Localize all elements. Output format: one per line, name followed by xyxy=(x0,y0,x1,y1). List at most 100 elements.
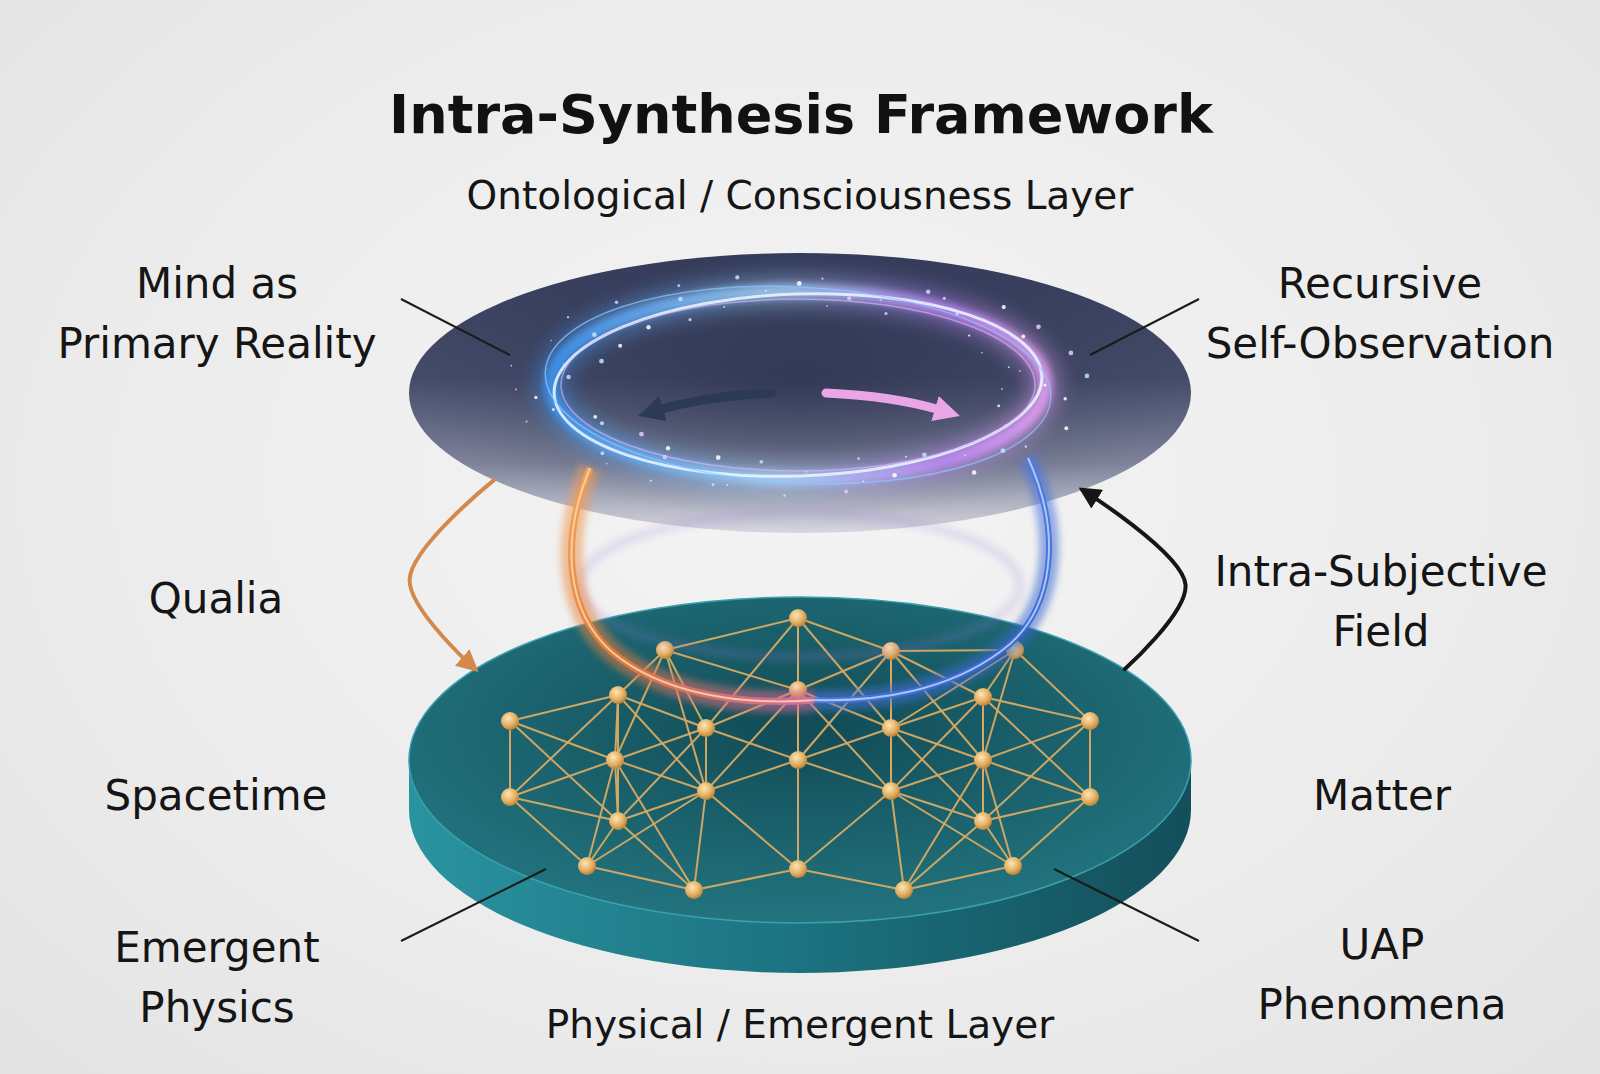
lattice-link xyxy=(890,651,892,728)
leader-lines xyxy=(401,299,1199,941)
sparkle xyxy=(943,297,946,300)
lattice-link xyxy=(798,791,891,869)
text-line: Qualia xyxy=(149,569,284,629)
ring-core xyxy=(551,286,1045,485)
sparkle xyxy=(566,375,570,379)
lattice-link xyxy=(904,866,1013,890)
lattice-node xyxy=(656,641,674,659)
sparkle xyxy=(997,405,1000,408)
lattice-link xyxy=(705,728,707,791)
sparkle xyxy=(677,284,680,287)
lattice-link xyxy=(665,650,798,690)
lattice-link xyxy=(982,760,984,821)
lattice-link xyxy=(798,760,891,791)
lattice-link xyxy=(797,618,799,690)
sparkle xyxy=(972,470,976,474)
lattice-link xyxy=(798,651,891,690)
lattice-link xyxy=(618,695,706,728)
lattice-link xyxy=(617,695,619,821)
sparkle xyxy=(1043,383,1046,386)
lattice-node xyxy=(697,782,715,800)
callout-label: Matter xyxy=(1313,766,1451,826)
text-line: Emergent xyxy=(114,918,319,978)
lattice-link xyxy=(797,690,799,760)
lattice-node xyxy=(789,609,807,627)
lattice-link xyxy=(1089,721,1091,797)
sparkle xyxy=(599,359,604,364)
ring-glow xyxy=(551,291,1045,479)
lattice-node xyxy=(974,812,992,830)
text-line: Field xyxy=(1214,602,1547,662)
lattice-link xyxy=(891,791,904,890)
lattice-link xyxy=(983,721,1090,821)
lattice-link xyxy=(510,721,618,821)
lattice-link xyxy=(797,618,799,760)
layer-disc: Ontological / Consciousness Layer xyxy=(409,253,1191,533)
rotation-arrows xyxy=(658,393,940,410)
sparkle xyxy=(592,332,597,337)
sparkle xyxy=(826,305,828,307)
lattice-link xyxy=(706,690,798,728)
lattice-link xyxy=(798,651,891,760)
label-wrap: Emergent Physics xyxy=(114,918,319,1038)
callout-label: Emergent Physics xyxy=(114,918,319,1038)
lattice-node xyxy=(1006,641,1024,659)
lattice-link xyxy=(891,760,983,791)
lattice-link xyxy=(1013,797,1090,866)
lattice-link xyxy=(618,821,694,890)
lattice-node xyxy=(789,681,807,699)
lattice-link xyxy=(510,797,618,821)
sparkle xyxy=(666,446,670,450)
sparkle xyxy=(759,460,763,464)
diagram-title: Intra-Synthesis Framework xyxy=(389,82,1213,148)
lattice-link xyxy=(665,650,706,728)
lattice-link xyxy=(983,821,1013,866)
text-line: Mind as xyxy=(57,254,376,314)
swirl-core xyxy=(815,458,1049,700)
lattice-link xyxy=(891,651,983,760)
text-line: Physics xyxy=(114,978,319,1038)
sparkle xyxy=(1021,334,1025,338)
lattice-link xyxy=(890,728,892,791)
connector-arrow xyxy=(1082,490,1185,669)
lattice-link xyxy=(615,760,706,791)
lattice-link xyxy=(615,695,618,760)
lattice-node xyxy=(1004,857,1022,875)
lattice-link xyxy=(694,869,798,890)
lattice-node xyxy=(882,782,900,800)
connector-label-wrap: Qualia xyxy=(149,569,284,629)
sparkle xyxy=(606,463,608,465)
sparkle xyxy=(968,334,970,336)
disc-face xyxy=(409,253,1191,533)
sparkle xyxy=(615,301,618,304)
sparkle xyxy=(618,344,622,348)
sparkle xyxy=(727,484,729,486)
lattice-node xyxy=(895,881,913,899)
callout-label: Mind as Primary Reality xyxy=(57,254,376,374)
lattice-link xyxy=(891,697,983,791)
lattice-link xyxy=(509,721,511,797)
swirl-band xyxy=(580,513,1020,657)
ring-wisp xyxy=(540,274,1056,496)
lattice-link xyxy=(618,791,706,821)
leader-line xyxy=(401,869,546,941)
title-wrap: Intra-Synthesis Framework xyxy=(389,82,1213,148)
sparkle xyxy=(1002,305,1006,309)
lattice-link xyxy=(615,760,618,821)
text-line: Spacetime xyxy=(105,766,328,826)
text-line: Physical / Emergent Layer xyxy=(409,1002,1191,1048)
swirl-strand xyxy=(815,458,1049,700)
lattice-link xyxy=(983,760,1090,797)
sparkle xyxy=(1063,397,1066,400)
sparkle xyxy=(1036,324,1041,329)
lattice-node xyxy=(685,881,703,899)
sparkle xyxy=(716,455,721,460)
lattice-link xyxy=(615,728,706,760)
lattice-link xyxy=(706,690,798,791)
lattice-node xyxy=(789,751,807,769)
sparkle xyxy=(981,352,983,354)
lattice-link xyxy=(891,650,1015,728)
sparkle xyxy=(550,340,552,342)
callout-label: Recursive Self-Observation xyxy=(1206,254,1555,374)
connector-label-wrap: Intra-Subjective Field xyxy=(1214,542,1547,662)
